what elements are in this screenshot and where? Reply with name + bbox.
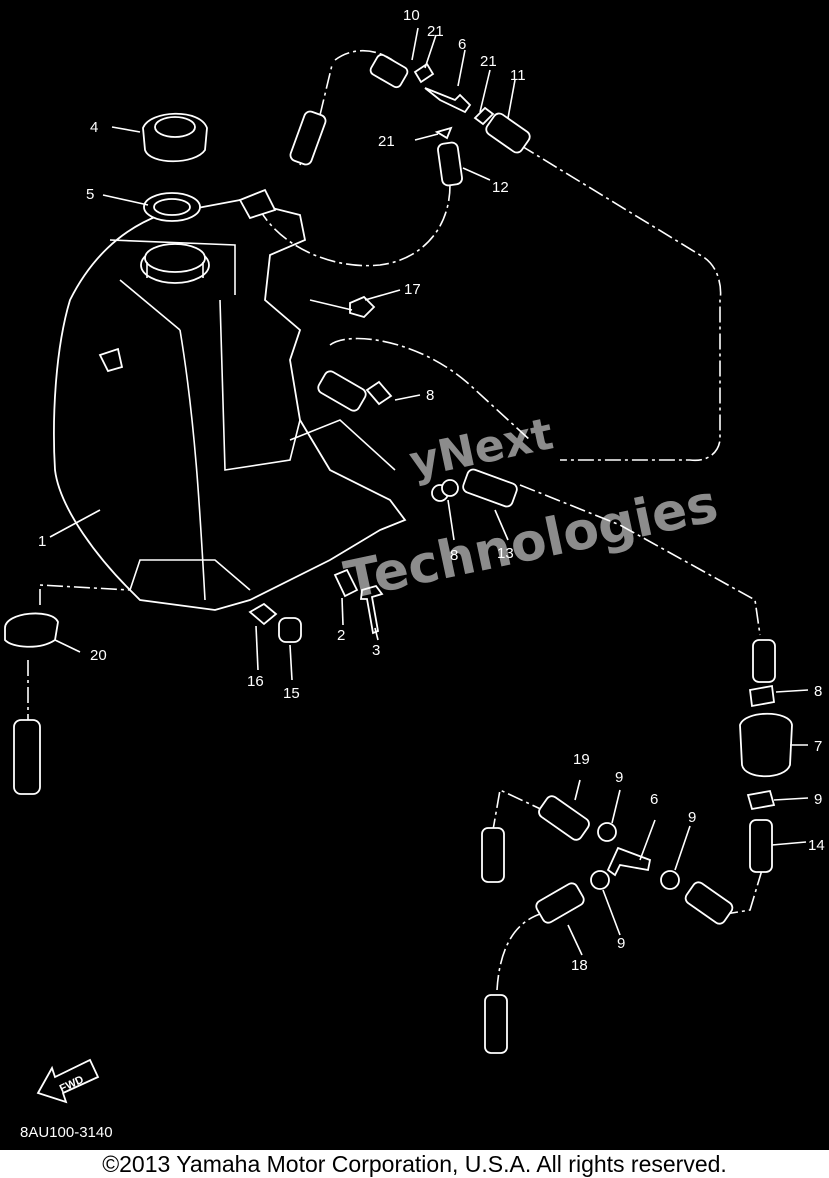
callout-9: 9 [617, 935, 625, 952]
tank-cap [142, 112, 208, 163]
callout-17: 17 [404, 281, 421, 298]
callout-8: 8 [814, 683, 822, 700]
callout-10: 10 [403, 7, 420, 24]
copyright-footer: ©2013 Yamaha Motor Corporation, U.S.A. A… [0, 1150, 829, 1178]
callout-16: 16 [247, 673, 264, 690]
callout-13: 13 [497, 545, 514, 562]
callout-21: 21 [480, 53, 497, 70]
callout-6: 6 [458, 36, 466, 53]
callout-9: 9 [688, 809, 696, 826]
callout-14: 14 [808, 837, 825, 854]
callout-2: 2 [337, 627, 345, 644]
callout-1: 1 [38, 533, 46, 550]
callout-19: 19 [573, 751, 590, 768]
callout-4: 4 [90, 119, 98, 136]
callout-8: 8 [450, 547, 458, 564]
callout-5: 5 [86, 186, 94, 203]
callout-labels: 10 21 6 21 11 21 12 4 5 17 8 1 8 13 2 3 … [38, 7, 825, 974]
callout-18: 18 [571, 957, 588, 974]
callout-12: 12 [492, 179, 509, 196]
callout-7: 7 [814, 738, 822, 755]
hose-pieces [13, 53, 776, 1054]
parts-diagram: 10 21 6 21 11 21 12 4 5 17 8 1 8 13 2 3 … [0, 0, 829, 1150]
callout-3: 3 [372, 642, 380, 659]
leader-lines [49, 27, 809, 956]
clips-and-fittings [4, 62, 793, 890]
callout-20: 20 [90, 647, 107, 664]
callout-6: 6 [650, 791, 658, 808]
callout-9: 9 [814, 791, 822, 808]
callout-8: 8 [426, 387, 434, 404]
callout-15: 15 [283, 685, 300, 702]
diagram-code: 8AU100-3140 [20, 1124, 113, 1141]
callout-21: 21 [427, 23, 444, 40]
gasket [143, 192, 201, 222]
callout-21: 21 [378, 133, 395, 150]
watermark-line-2: Technologies [340, 474, 723, 612]
callout-9: 9 [615, 769, 623, 786]
filler-neck [140, 243, 210, 284]
callout-11: 11 [510, 67, 526, 84]
fwd-arrow-icon: FWD [36, 1058, 100, 1104]
